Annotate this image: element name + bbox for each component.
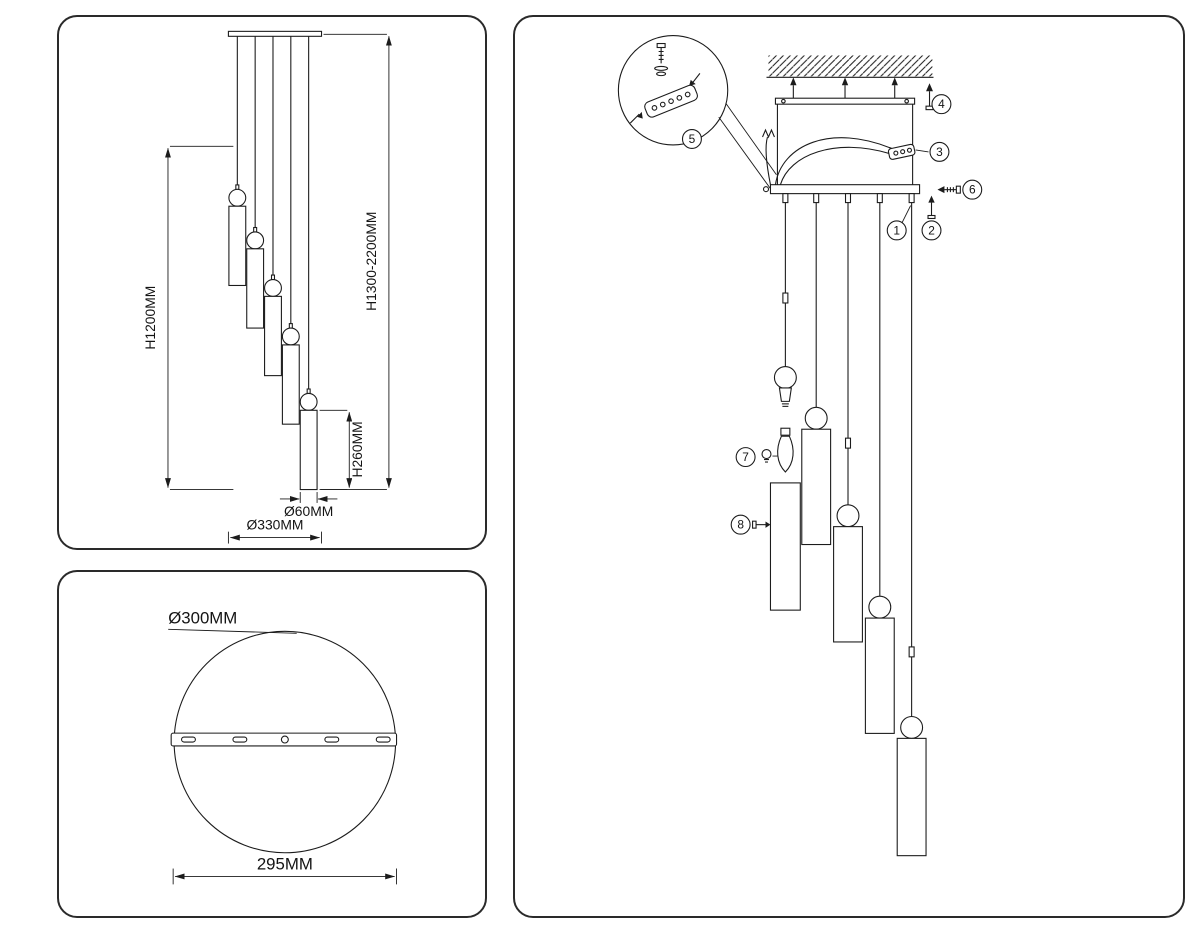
screw-icon <box>752 520 771 529</box>
dim-label-h1200: H1200MM <box>142 286 158 350</box>
top-view-drawing: Ø300MM 295MM <box>168 608 398 885</box>
glass-tube <box>769 482 801 611</box>
panel-installation-view: 4 3 <box>513 15 1185 918</box>
pendant-2 <box>246 36 265 329</box>
dim-canopy-spread: Ø330MM <box>227 517 322 544</box>
plate-side-screw <box>762 186 770 193</box>
install-pendant-3 <box>833 202 863 643</box>
mounting-bar <box>170 732 398 747</box>
dim-label-spread: Ø330MM <box>246 517 303 533</box>
callout-1-leader <box>901 205 912 224</box>
callout-7-number: 7 <box>742 450 749 464</box>
callout-1: 1 <box>886 220 907 241</box>
cord-grippers <box>782 193 915 204</box>
callout-7: 7 <box>735 447 778 468</box>
callout-5-number: 5 <box>689 132 696 146</box>
dim-bar-length: 295MM <box>172 855 397 885</box>
detail-terminal-block <box>644 84 698 118</box>
dim-label-bar-length: 295MM <box>257 855 313 874</box>
bulb-icon <box>761 449 772 463</box>
dim-tube-height: H260MM <box>319 409 365 491</box>
callout-3-number: 3 <box>936 145 943 159</box>
pendant-3 <box>264 36 282 377</box>
callout-1-number: 1 <box>893 223 900 237</box>
detail-screw <box>654 42 669 77</box>
dim-label-adjustable: H1300-2200MM <box>363 212 379 311</box>
dim-adjustable-height: H1300-2200MM <box>320 33 392 491</box>
pendant-4 <box>281 36 300 425</box>
panel-top-view: Ø300MM 295MM <box>57 570 487 918</box>
center-hole <box>280 735 289 744</box>
anchor-arrows <box>790 77 898 99</box>
terminal-block <box>887 143 916 160</box>
callout-3: 3 <box>929 141 950 162</box>
callout-4-number: 4 <box>938 97 945 111</box>
install-pendant-5 <box>896 202 927 857</box>
callout-4: 4 <box>931 94 952 115</box>
ceiling-hatch <box>766 55 934 78</box>
slot-hole <box>232 736 248 743</box>
strain-relief <box>762 128 775 139</box>
canopy-bar <box>227 30 323 37</box>
canopy-plate <box>762 184 921 195</box>
mounting-bracket <box>774 97 916 185</box>
plate-screw <box>937 185 961 194</box>
pendant-5 <box>299 36 318 491</box>
bulb <box>777 427 794 473</box>
dim-tube-diameter: Ø60MM <box>279 492 338 519</box>
panel-front-view: H1200MM H1300-2200MM H260MM <box>57 15 487 550</box>
detail-bubble <box>617 35 777 189</box>
dim-label-tube-height: H260MM <box>349 421 365 477</box>
slot-hole <box>324 736 340 743</box>
dim-label-plate-diameter: Ø300MM <box>168 608 237 627</box>
slot-hole <box>375 736 391 743</box>
wires <box>762 128 893 185</box>
callout-8: 8 <box>730 514 771 535</box>
callout-3-leader <box>915 149 929 153</box>
install-pendant-4 <box>864 202 895 734</box>
install-pendant-1 <box>769 202 801 611</box>
dim-label-tube-diameter: Ø60MM <box>284 503 333 519</box>
callout-6: 6 <box>962 179 983 200</box>
front-view-drawing: H1200MM H1300-2200MM H260MM <box>142 30 392 544</box>
callout-2: 2 <box>921 220 942 241</box>
gripper-screw <box>927 195 936 220</box>
pendant-1 <box>228 36 247 287</box>
slot-hole <box>181 736 196 743</box>
callout-5: 5 <box>681 128 702 149</box>
installation-drawing: 4 3 <box>617 35 983 857</box>
install-pendant-2 <box>801 202 832 546</box>
dim-h1200: H1200MM <box>142 145 234 491</box>
lamp-socket <box>778 387 792 402</box>
callout-6-number: 6 <box>969 183 976 197</box>
callout-2-number: 2 <box>928 223 935 237</box>
dim-plate-diameter: Ø300MM <box>168 608 297 634</box>
callout-8-number: 8 <box>737 518 744 532</box>
